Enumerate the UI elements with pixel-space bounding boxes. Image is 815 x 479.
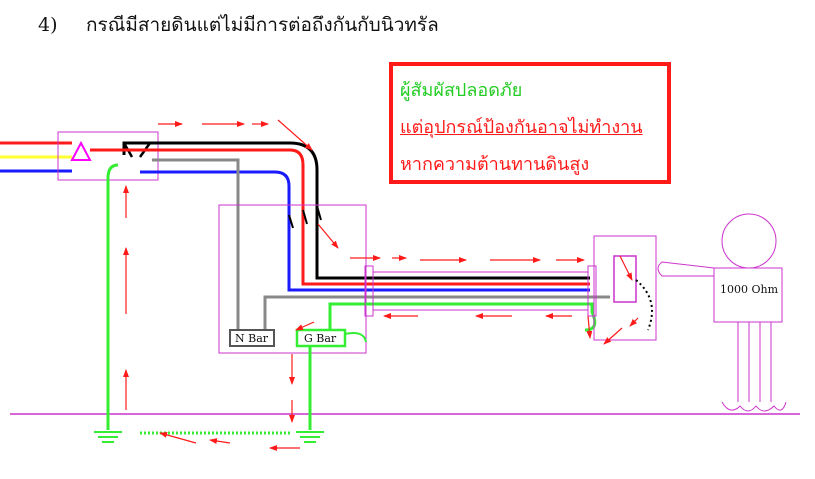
person-figure <box>657 213 787 412</box>
n-bar-label: N Bar <box>235 332 269 345</box>
g-bar-box <box>295 328 347 348</box>
leakage-dotted-path <box>635 279 653 331</box>
g-bar-label: G Bar <box>304 332 337 345</box>
g-bar-hook <box>344 332 367 343</box>
appliance-enclosure <box>593 235 657 341</box>
fault-current-arrows <box>123 119 639 451</box>
gray-neutral-wire-2 <box>263 295 610 330</box>
blue-neutral-wire <box>140 170 590 292</box>
ground-electrode-right <box>296 431 324 443</box>
appliance-device <box>613 255 637 303</box>
supply-ground-wire <box>106 163 119 430</box>
transformer-symbol <box>70 140 92 161</box>
incoming-supply-wires <box>0 141 72 173</box>
section-title: กรณีมีสายดินแต่ไม่มีการต่อถึงกันกับนิวทร… <box>86 14 439 36</box>
equipment-ground-wire <box>328 302 597 332</box>
red-phase-wire <box>90 148 590 286</box>
section-heading: 4) กรณีมีสายดินแต่ไม่มีการต่อถึงกันกับนิว… <box>38 10 439 40</box>
warning-line-resistance: หากความต้านทานดินสูง <box>400 154 590 175</box>
warning-box: ผู้สัมผัสปลอดภัย แต่อุปกรณ์ป้องกันอาจไม่… <box>389 62 671 184</box>
main-distribution-panel <box>218 204 367 354</box>
gray-neutral-wire <box>152 158 240 330</box>
body-resistance-label: 1000 Ohm <box>720 283 779 296</box>
conduit-sleeve-left <box>364 265 374 317</box>
conduit-sleeve-right <box>587 265 597 317</box>
warning-line-device: แต่อุปกรณ์ป้องกันอาจไม่ทำงาน <box>400 117 643 138</box>
n-bar-box <box>229 329 275 347</box>
warning-line-safe: ผู้สัมผัสปลอดภัย <box>400 80 523 101</box>
section-number: 4) <box>38 14 58 36</box>
breaker-contacts <box>288 205 322 229</box>
ground-electrode-left <box>94 431 122 443</box>
